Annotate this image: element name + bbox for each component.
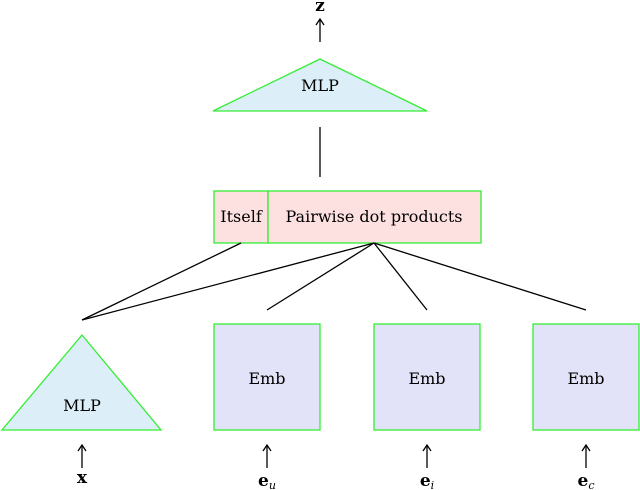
embedding-u: Emb (213, 323, 321, 431)
input-ec-symbol: e (578, 471, 589, 490)
input-arrowhead-ei (422, 443, 432, 452)
embedding-i: Emb (373, 323, 481, 431)
input-ec-subscript: c (588, 479, 594, 490)
output-z: z (315, 0, 325, 42)
output-arrowhead (315, 17, 325, 26)
pairwise-label: Pairwise dot products (286, 207, 463, 226)
emb-c-label: Emb (567, 369, 604, 388)
emb-i-box (373, 323, 481, 431)
input-arrowhead-x (77, 443, 87, 452)
input-eu-symbol: e (258, 471, 269, 490)
input-ec: ec (578, 471, 595, 490)
bottom-mlp: MLP (0, 333, 163, 431)
input-eu: eu (258, 471, 276, 490)
itself-label: Itself (220, 207, 263, 226)
input-arrowhead-ec (581, 443, 591, 452)
input-eu-subscript: u (269, 479, 276, 490)
emb-i-label: Emb (408, 369, 445, 388)
itself-box (213, 190, 269, 244)
edge-dot-to-emb-u (266, 242, 375, 311)
edge-itself-to-mlp (81, 242, 242, 321)
top-mlp: MLP (212, 58, 428, 112)
embedding-c: Emb (532, 323, 640, 431)
edge-dot-to-emb-c (373, 242, 587, 311)
emb-u-label: Emb (248, 369, 285, 388)
input-x-symbol: x (77, 468, 88, 488)
input-ei-symbol: e (420, 471, 431, 490)
input-ei: ei (420, 471, 434, 490)
input-ei-subscript: i (431, 479, 435, 490)
emb-u-box (213, 323, 321, 431)
bottom-mlp-triangle (0, 333, 163, 431)
top-mlp-label: MLP (301, 76, 339, 95)
emb-c-box (532, 323, 640, 431)
edge-dot-to-emb-i (373, 242, 428, 311)
interaction-block: Itself Pairwise dot products (213, 190, 482, 244)
output-z-symbol: z (315, 0, 325, 16)
edge-dot-to-mlp (81, 242, 375, 321)
input-arrowhead-eu (262, 443, 272, 452)
input-arrows (77, 443, 591, 468)
interaction-edges (81, 242, 587, 321)
bottom-mlp-label: MLP (63, 396, 101, 415)
top-mlp-triangle (212, 58, 428, 112)
